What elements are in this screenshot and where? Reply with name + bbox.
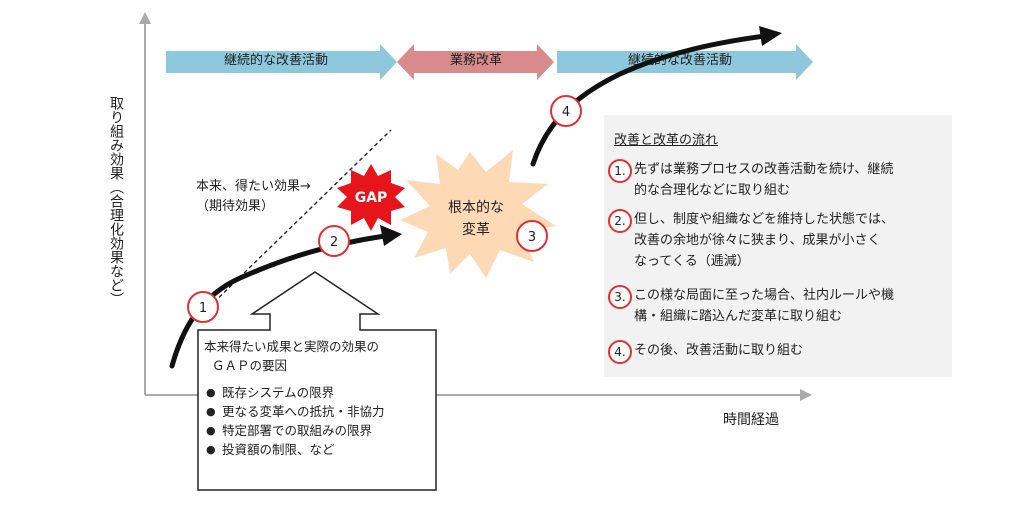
starburst-label-line2: 変革 — [462, 221, 490, 238]
flow-panel: 改善と改革の流れ 1. 先ずは業務プロセスの改善活動を続け、継続 的な合理化など… — [604, 115, 952, 377]
expected-effect-label-line2: （期待効果） — [196, 199, 274, 214]
flow-item-line: なってくる（逓減） — [634, 254, 750, 269]
phase-arrow-label-1: 継続的な改善活動 — [224, 52, 328, 68]
callout-list-item: 特定部署での取組みの限界 — [204, 421, 432, 440]
callout-cause-list: 既存システムの限界 更なる変革への抵抗・非協力 特定部署での取組みの限界 投資額… — [204, 383, 432, 459]
flow-item-number: 1. — [608, 159, 632, 183]
marker-2-label: 2 — [330, 235, 338, 250]
starburst-label-line1: 根本的な — [448, 200, 504, 216]
gap-badge: GAP — [337, 164, 405, 231]
callout-title-line1: 本来得たい成果と実際の効果の — [204, 339, 380, 354]
flow-item-number: 2. — [608, 209, 632, 233]
flow-item-line: この様な局面に至った場合、社内ルールや機 — [634, 288, 895, 303]
curve-segment-late — [530, 33, 768, 167]
callout-content: 本来得たい成果と実際の効果の ＧＡＰの要因 既存システムの限界 更なる変革への抵… — [204, 337, 432, 459]
curve-arrowhead-late — [759, 26, 782, 46]
phase-arrow-improvement-1 — [166, 44, 397, 80]
flow-item-line: 的な合理化などに取り組む — [634, 183, 791, 198]
marker-1-ring — [187, 291, 219, 323]
flow-item-number: 4. — [608, 340, 632, 364]
marker-4-ring — [550, 95, 582, 127]
x-axis-arrowhead — [800, 389, 812, 401]
callout-title-line2: ＧＡＰの要因 — [212, 358, 288, 373]
flow-item-text: 但し、制度や組織などを維持した状態では、 改善の余地が徐々に狭まり、成果が小さく… — [634, 209, 940, 272]
callout-list-item: 更なる変革への抵抗・非協力 — [204, 402, 432, 421]
phase-arrow-label-3: 継続的な改善活動 — [628, 52, 732, 68]
flow-item-text: その後、改善活動に取り組む — [634, 340, 940, 361]
marker-3-ring — [516, 220, 548, 252]
flow-panel-title: 改善と改革の流れ — [614, 133, 719, 148]
callout-list-item: 投資額の制限、など — [204, 440, 432, 459]
flow-item-text: この様な局面に至った場合、社内ルールや機 構・組織に踏込んだ変革に取り組む — [634, 285, 940, 327]
curve-arrowhead-early — [380, 225, 402, 246]
expected-effect-label-line1: 本来、得たい効果→ — [196, 178, 311, 194]
flow-item-line: その後、改善活動に取り組む — [634, 343, 804, 358]
flow-item-text: 先ずは業務プロセスの改善活動を続け、継続 的な合理化などに取り組む — [634, 159, 940, 201]
marker-1-label: 1 — [199, 301, 207, 316]
flow-item-line: 但し、制度や組織などを維持した状態では、 — [634, 212, 895, 227]
flow-item-line: 構・組織に踏込んだ変革に取り組む — [634, 309, 843, 324]
gap-label: GAP — [355, 190, 388, 206]
marker-3-label: 3 — [528, 230, 536, 245]
gap-burst-shape — [337, 164, 405, 231]
root-change-starburst: 根本的な 変革 — [400, 150, 556, 278]
x-axis-label: 時間経過 — [723, 412, 779, 428]
flow-item-line: 改善の余地が徐々に狭まり、成果が小さく — [634, 233, 881, 248]
callout-list-item: 既存システムの限界 — [204, 383, 432, 402]
phase-arrow-reform — [397, 44, 554, 80]
marker-2-ring — [318, 225, 350, 257]
phase-arrow-label-2: 業務改革 — [450, 52, 502, 68]
phase-arrows: 継続的な改善活動 業務改革 継続的な改善活動 — [166, 44, 813, 80]
flow-item-number: 3. — [608, 285, 632, 309]
y-axis-arrowhead — [139, 12, 151, 24]
marker-4-label: 4 — [562, 105, 570, 120]
step-markers: 1 2 3 4 — [187, 95, 582, 323]
starburst-shape — [400, 150, 556, 278]
flow-item-line: 先ずは業務プロセスの改善活動を続け、継続 — [634, 162, 894, 177]
y-axis-label: 取り組み効果（合理化効果など） — [108, 96, 124, 306]
